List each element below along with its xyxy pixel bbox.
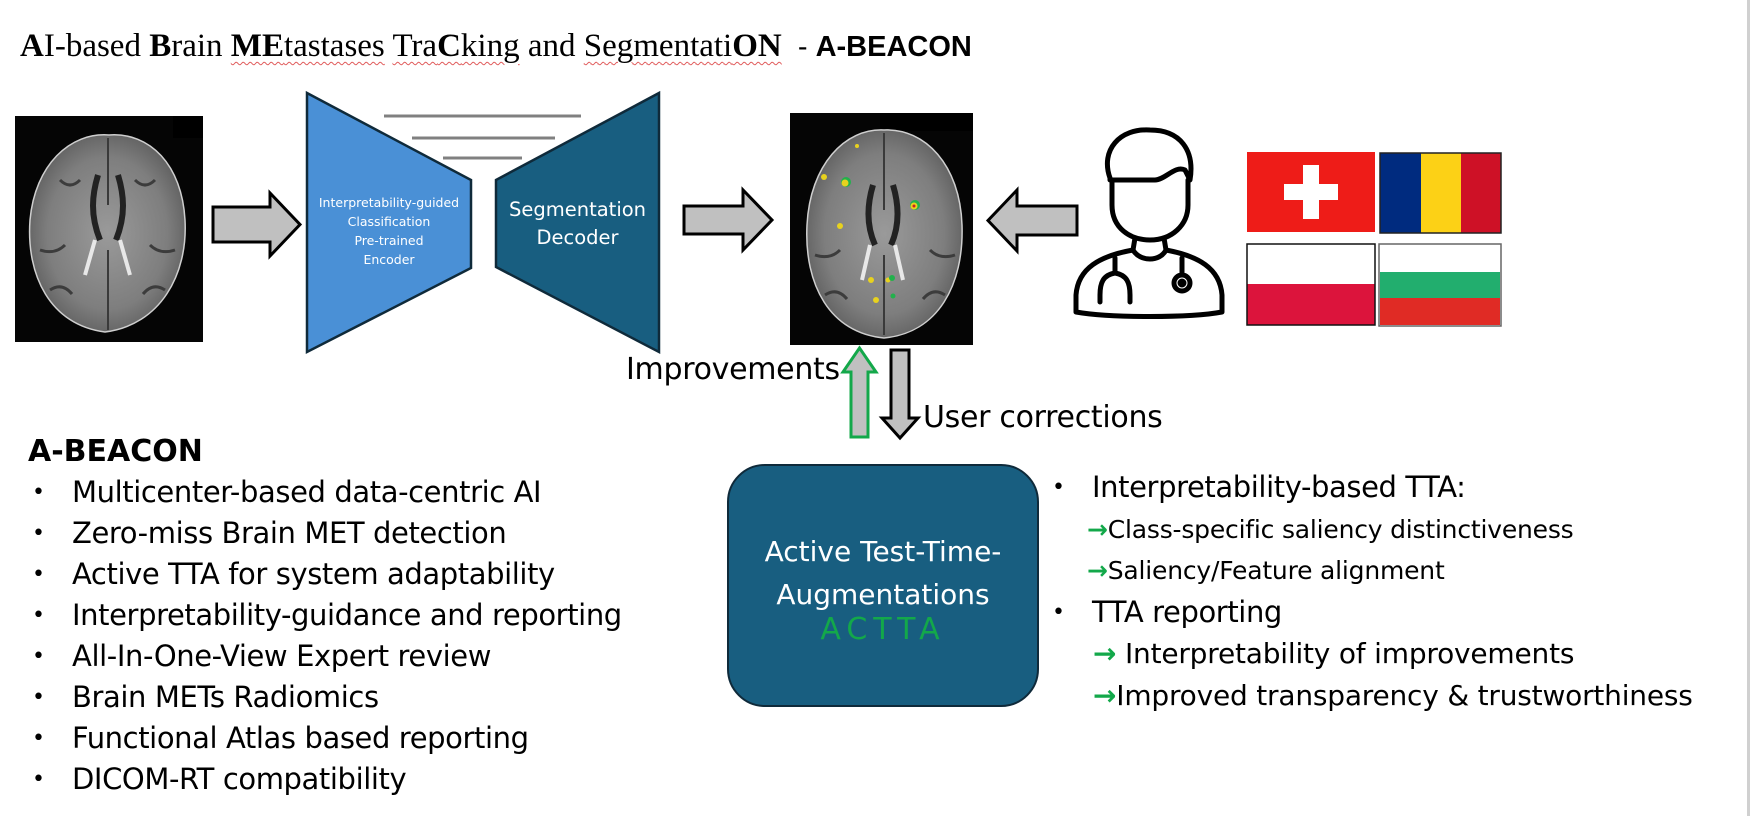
encoder-label-line: Classification <box>347 214 431 229</box>
title-segment: I-based <box>43 28 150 64</box>
tta-sub-text-wrap: →Saliency/Feature alignment <box>1087 550 1445 591</box>
tta-group-label: Interpretability-based TTA: <box>1092 470 1466 504</box>
feature-text: All-In-One-View Expert review <box>72 639 492 673</box>
feature-list-item: • Active TTA for system adaptability <box>28 554 555 595</box>
bullet-icon: • <box>32 603 45 628</box>
arrow-right-icon: → <box>1087 556 1108 585</box>
decoder-label-line: Segmentation <box>508 198 647 221</box>
feature-text: Interpretability-guidance and reporting <box>72 598 622 632</box>
tta-sub-text: Improved transparency & trustworthiness <box>1116 678 1693 712</box>
flow-arrow-3 <box>985 186 1079 255</box>
actta-title-line: Active Test-Time- <box>764 535 1002 568</box>
tta-sub-text: Saliency/Feature alignment <box>1107 556 1445 585</box>
feature-list-item: • Interpretability-guidance and reporting <box>28 595 622 636</box>
title-segment: A <box>20 28 44 64</box>
title-acronym-wrap: - A-BEACON <box>782 31 972 63</box>
title-segment: ME <box>230 28 284 64</box>
title-acronym: A-BEACON <box>815 31 972 63</box>
decoder-label-line: Decoder <box>536 226 619 249</box>
user-corrections-label: User corrections <box>923 400 1163 435</box>
feature-list-item: • Multicenter-based data-centric AI <box>28 472 542 513</box>
feature-text: DICOM-RT compatibility <box>72 762 407 796</box>
actta-title: Active Test-Time- Augmentations <box>729 530 1037 616</box>
encoder-label-line: Encoder <box>363 252 415 267</box>
bullet-icon: • <box>32 726 45 751</box>
doctor-icon <box>1073 127 1225 319</box>
title-segment: ON <box>732 28 782 64</box>
title-separator: - <box>781 31 816 63</box>
feature-text: Zero-miss Brain MET detection <box>72 516 507 550</box>
tta-sub-text-wrap: → Interpretability of improvements <box>1093 633 1574 674</box>
arrow-right-icon: → <box>1093 637 1117 670</box>
feature-text: Functional Atlas based reporting <box>72 721 529 755</box>
actta-acronym: ACTTA <box>820 612 946 647</box>
page-edge-divider <box>1747 0 1750 816</box>
actta-title-line: Augmentations <box>776 578 990 611</box>
bullet-icon: • <box>32 480 45 505</box>
title-segment: B <box>149 28 172 64</box>
title-segment: king <box>460 28 520 64</box>
tta-sub-text: Interpretability of improvements <box>1116 637 1575 670</box>
flag-romania <box>1379 152 1502 234</box>
title-segment: C <box>437 28 461 64</box>
bullet-icon: • <box>32 644 45 669</box>
flag-switzerland <box>1247 152 1375 232</box>
improvements-arrow <box>840 345 879 439</box>
title-text: AI-based Brain MEtastases TraCking and S… <box>20 28 782 64</box>
tta-sub-text-wrap: →Class-specific saliency distinctiveness <box>1087 509 1574 550</box>
segmented-mri-image <box>790 113 973 345</box>
flow-arrow-2 <box>682 186 775 254</box>
tta-group-label: TTA reporting <box>1092 594 1282 629</box>
flag-bulgaria <box>1378 243 1502 327</box>
bullet-icon: • <box>32 521 45 546</box>
title-segment: and <box>519 28 584 64</box>
user-corrections-arrow <box>878 348 922 441</box>
bullet-icon: • <box>32 767 45 792</box>
feature-list-item: • Zero-miss Brain MET detection <box>28 513 507 554</box>
bullet-icon: • <box>1052 475 1065 500</box>
page-title: AI-based Brain MEtastases TraCking and S… <box>20 26 972 67</box>
encoder-label: Interpretability-guided Classification P… <box>307 193 471 269</box>
feature-text: Active TTA for system adaptability <box>72 557 555 591</box>
encoder-label-line: Interpretability-guided <box>318 195 460 210</box>
title-segment: Segmentati <box>583 28 733 64</box>
title-segment: Tra <box>392 28 438 64</box>
actta-box: Active Test-Time- Augmentations ACTTA <box>727 464 1039 707</box>
feature-list-item: • Brain METs Radiomics <box>28 677 379 718</box>
feature-list-item: • All-In-One-View Expert review <box>28 636 491 677</box>
bullet-icon: • <box>32 685 45 710</box>
features-header: A-BEACON <box>28 434 203 469</box>
arrow-right-icon: → <box>1093 678 1117 712</box>
bullet-icon: • <box>32 562 45 587</box>
title-segment: rain <box>171 28 231 64</box>
feature-list-item: • Functional Atlas based reporting <box>28 718 529 759</box>
feature-text: Brain METs Radiomics <box>72 680 379 714</box>
flag-poland <box>1246 243 1376 326</box>
title-segment: tastases <box>283 28 385 64</box>
encoder-label-line: Pre-trained <box>354 233 424 248</box>
tta-sub-text-wrap: →Improved transparency & trustworthiness <box>1093 675 1693 716</box>
tta-sub-text: Class-specific saliency distinctiveness <box>1107 514 1574 544</box>
encoder-block <box>305 90 473 355</box>
decoder-label: Segmentation Decoder <box>496 196 659 252</box>
decoder-block <box>494 90 661 355</box>
improvements-label: Improvements <box>626 352 840 387</box>
input-mri-image <box>15 116 203 342</box>
bullet-icon: • <box>1052 599 1065 625</box>
skip-connections <box>384 114 581 160</box>
arrow-right-icon: → <box>1087 514 1108 544</box>
flow-arrow-1 <box>211 189 303 260</box>
features-list: A-BEACON • Multicenter-based data-centric… <box>28 432 622 800</box>
feature-text: Multicenter-based data-centric AI <box>72 475 542 509</box>
feature-list-item: • DICOM-RT compatibility <box>28 759 407 800</box>
